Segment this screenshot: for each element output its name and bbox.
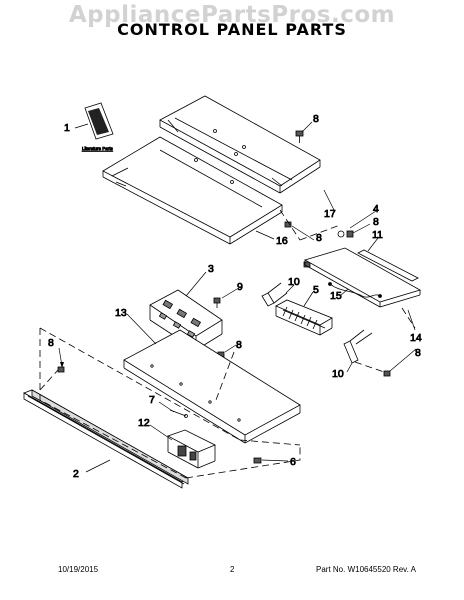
footer-date: 10/19/2015 — [58, 565, 99, 574]
callout-12: 12 — [138, 417, 150, 429]
callout-13: 13 — [115, 307, 127, 319]
callout-8-board: 8 — [236, 339, 242, 351]
callout-8-lower-right: 8 — [415, 347, 421, 359]
mounting-bracket — [303, 247, 422, 308]
circuit-tray — [123, 329, 301, 444]
callout-14: 14 — [410, 332, 422, 344]
callout-10-lower: 10 — [332, 368, 344, 380]
screw-bracket — [303, 261, 311, 268]
upper-panel-cover — [159, 95, 321, 194]
lower-panel-shelf — [102, 136, 283, 245]
callout-11: 11 — [372, 229, 383, 241]
callout-8-top: 8 — [313, 113, 319, 125]
callout-4: 4 — [373, 203, 379, 215]
callout-7: 7 — [149, 394, 155, 406]
assembly-outline-rear — [39, 209, 416, 401]
literature-booklet — [74, 102, 114, 140]
callout-2: 2 — [73, 468, 79, 480]
callout-8-left: 8 — [48, 337, 54, 349]
washer — [337, 230, 345, 238]
callout-1: 1 — [64, 122, 70, 134]
top-rail — [357, 249, 419, 282]
fan-bracket-lower — [343, 329, 373, 364]
screw-right-upper — [346, 230, 354, 238]
callout-8-right: 8 — [373, 216, 379, 228]
footer-part-number: Part No. W10645520 Rev. A — [316, 565, 416, 574]
leader-lines — [58, 121, 417, 473]
callout-3: 3 — [208, 263, 214, 275]
callout-9: 9 — [237, 281, 243, 293]
callout-5: 5 — [313, 284, 319, 296]
callout-8-mid: 8 — [316, 232, 322, 244]
callout-16: 16 — [276, 235, 288, 247]
screw-top — [295, 130, 304, 143]
fan-motor — [275, 299, 333, 336]
control-board — [149, 289, 223, 351]
fan-bracket-upper — [261, 282, 288, 307]
footer-page-number: 2 — [230, 565, 235, 574]
site-watermark: AppliancePartsPros.com — [68, 2, 396, 28]
callout-17: 17 — [324, 208, 336, 220]
wire-harness — [328, 282, 382, 298]
assembly-outline-front — [39, 327, 301, 479]
callout-10-upper: 10 — [288, 276, 300, 288]
callout-6: 6 — [290, 456, 296, 468]
screw-bottom — [253, 457, 262, 464]
screw-board-left — [213, 297, 221, 308]
literature-parts-label: Literature Parts — [82, 146, 114, 151]
touch-control-module — [167, 429, 216, 469]
screw-lower-left — [57, 366, 65, 373]
callout-15: 15 — [330, 290, 342, 302]
page-title: CONTROL PANEL PARTS — [117, 20, 347, 39]
screw-lower-right — [383, 370, 391, 377]
